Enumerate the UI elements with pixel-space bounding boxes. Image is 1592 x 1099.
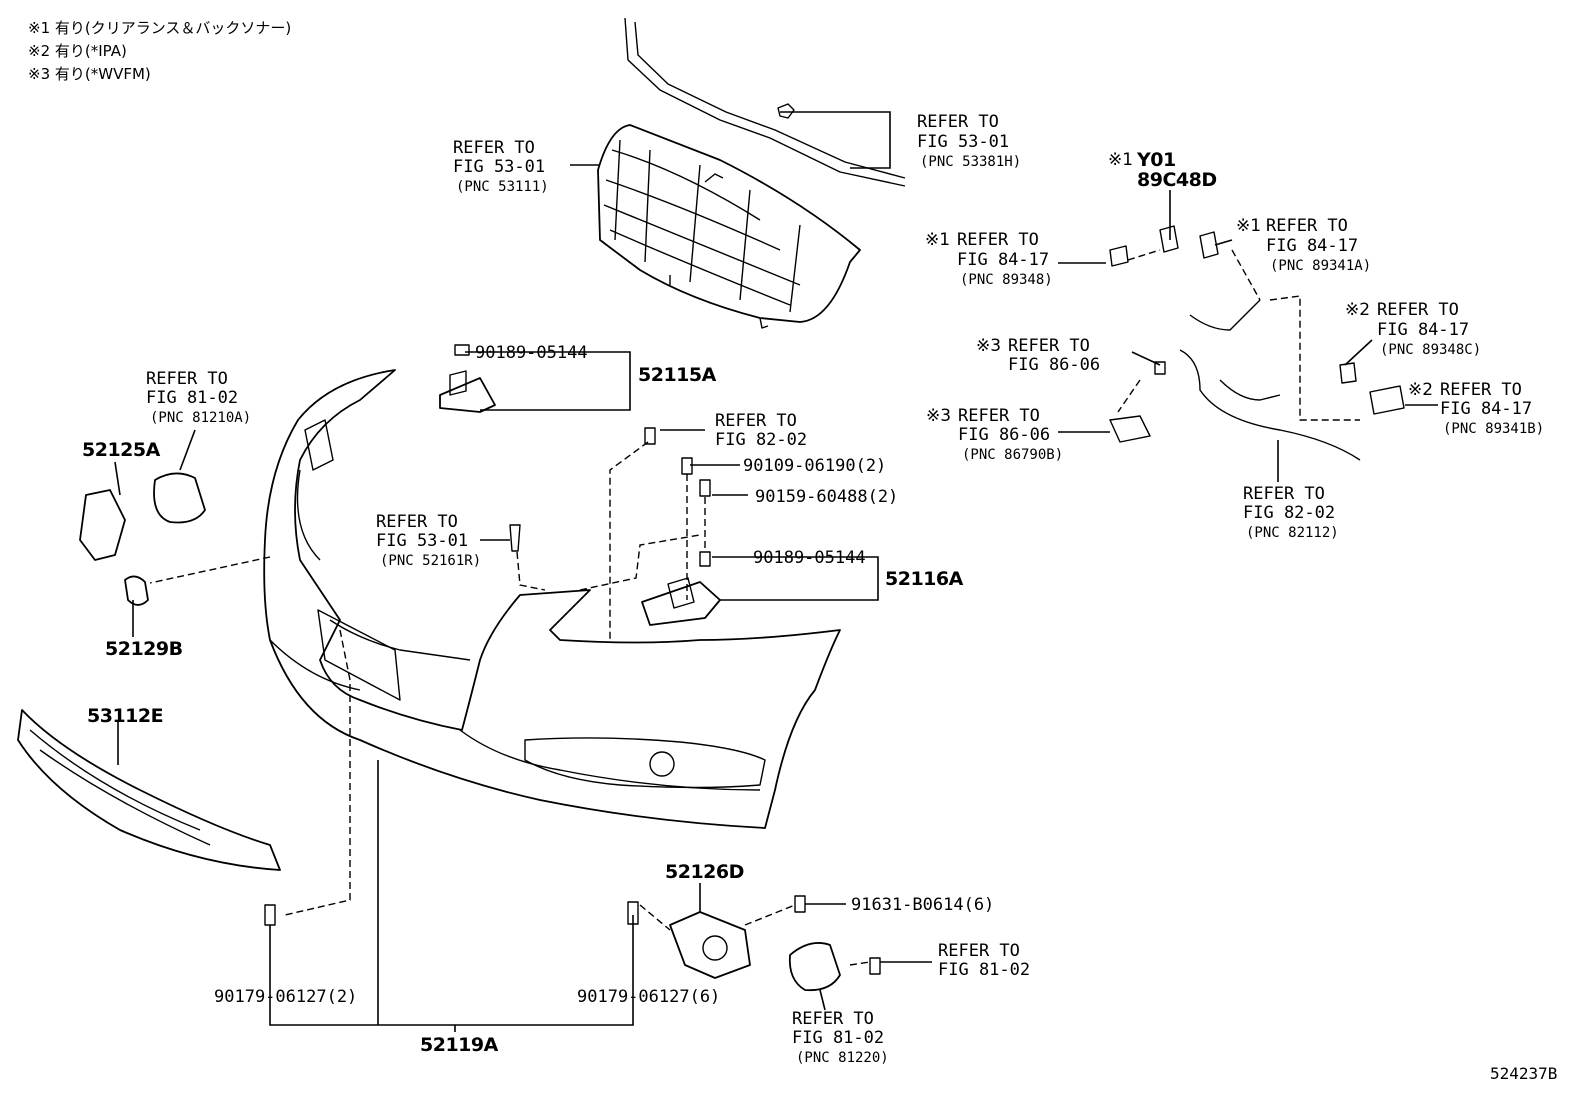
wvfm-module-pnc: (PNC 86790B)	[962, 447, 1064, 463]
part-52116A: 52116A	[885, 568, 963, 590]
fog-rh-refer-l2: FIG 81-02	[792, 1028, 885, 1048]
wire-refer-l1: REFER TO	[1243, 484, 1325, 504]
sensor-top-mark: ※1	[1108, 150, 1134, 170]
part-90179-06127-left: 90179-06127(2)	[214, 987, 358, 1007]
part-90179-06127-right: 90179-06127(6)	[577, 987, 721, 1007]
dashed-lines	[149, 249, 1360, 966]
ipa-module-l2: FIG 84-17	[1440, 399, 1533, 419]
sensor-left-l2: FIG 84-17	[957, 250, 1050, 270]
sensor-top-l2: 89C48D	[1137, 169, 1217, 191]
sensor-left-mark: ※1	[925, 230, 951, 250]
sensor-right-l1: REFER TO	[1266, 216, 1348, 236]
bracket-52115A	[439, 344, 496, 413]
sensor-top-l1: Y01	[1137, 149, 1176, 171]
ipa-sensor-mark: ※2	[1345, 300, 1371, 320]
molding-refer-pnc: (PNC 53381H)	[920, 154, 1022, 170]
fog-screw-refer-l2: FIG 81-02	[938, 960, 1031, 980]
cover-52129B	[124, 575, 149, 606]
part-52126D: 52126D	[665, 861, 744, 883]
part-90159-60488: 90159-60488(2)	[755, 487, 899, 507]
wire-refer-pnc: (PNC 82112)	[1246, 525, 1339, 541]
wvfm-screw-mark: ※3	[976, 336, 1002, 356]
part-52129B: 52129B	[105, 638, 183, 660]
fog-rh-refer-l1: REFER TO	[792, 1009, 874, 1029]
part-90109-06190: 90109-06190(2)	[743, 456, 887, 476]
part-53112E: 53112E	[87, 705, 164, 727]
grille-refer-l1: REFER TO	[453, 138, 535, 158]
sensor-right-mark: ※1	[1236, 216, 1262, 236]
fog-lh-refer-l1: REFER TO	[146, 369, 228, 389]
radiator-grille	[597, 124, 861, 329]
clip-53-refer-pnc: (PNC 52161R)	[380, 553, 482, 569]
fog-screw-refer-l1: REFER TO	[938, 941, 1020, 961]
bracket-52116A	[641, 577, 721, 626]
bracket-52125A	[79, 489, 126, 561]
fog-lamp-rh	[788, 942, 841, 992]
sonar-wire-harness	[1109, 225, 1405, 461]
grille-refer-pnc: (PNC 53111)	[456, 179, 549, 195]
molding-refer-l1: REFER TO	[917, 112, 999, 132]
wvfm-module-l1: REFER TO	[958, 406, 1040, 426]
part-52125A: 52125A	[82, 439, 160, 461]
grille-refer-l2: FIG 53-01	[453, 157, 546, 177]
fog-lh-refer-pnc: (PNC 81210A)	[150, 410, 252, 426]
part-90189-05144-top: 90189-05144	[475, 343, 588, 363]
ipa-module-l1: REFER TO	[1440, 380, 1522, 400]
fog-lamp-lh	[153, 472, 206, 524]
sensor-left-pnc: (PNC 89348)	[960, 272, 1053, 288]
lower-grille	[17, 709, 281, 871]
wvfm-screw-l2: FIG 86-06	[1008, 355, 1101, 375]
clip-53-refer-l2: FIG 53-01	[376, 531, 469, 551]
leader-lines	[114, 111, 1438, 1032]
note-3: ※3 有り(*WVFM)	[28, 65, 151, 83]
ipa-sensor-pnc: (PNC 89348C)	[1380, 342, 1482, 358]
fog-rh-refer-pnc: (PNC 81220)	[796, 1050, 889, 1066]
part-52115A: 52115A	[638, 364, 716, 386]
sensor-right-pnc: (PNC 89341A)	[1270, 258, 1372, 274]
grille-molding-strip	[624, 17, 906, 187]
sensor-left-l1: REFER TO	[957, 230, 1039, 250]
clip-53-refer-l1: REFER TO	[376, 512, 458, 532]
part-52119A: 52119A	[420, 1034, 498, 1056]
screw-82-refer-l1: REFER TO	[715, 411, 797, 431]
ipa-sensor-l2: FIG 84-17	[1377, 320, 1470, 340]
sensor-right-l2: FIG 84-17	[1266, 236, 1359, 256]
front-bumper-cover	[263, 369, 841, 829]
part-90189-05144-mid: 90189-05144	[753, 548, 866, 568]
note-2: ※2 有り(*IPA)	[28, 42, 127, 60]
figure-id: 524237B	[1490, 1064, 1558, 1083]
fasteners	[264, 427, 881, 975]
ipa-sensor-l1: REFER TO	[1377, 300, 1459, 320]
part-91631-B0614: 91631-B0614(6)	[851, 895, 995, 915]
wvfm-module-mark: ※3	[926, 406, 952, 426]
fog-lh-refer-l2: FIG 81-02	[146, 388, 239, 408]
screw-82-refer-l2: FIG 82-02	[715, 430, 808, 450]
bracket-52126D	[669, 911, 751, 979]
ipa-module-mark: ※2	[1408, 380, 1434, 400]
molding-refer-l2: FIG 53-01	[917, 132, 1010, 152]
ipa-module-pnc: (PNC 89341B)	[1443, 421, 1545, 437]
wire-refer-l2: FIG 82-02	[1243, 503, 1336, 523]
wvfm-module-l2: FIG 86-06	[958, 425, 1051, 445]
wvfm-screw-l1: REFER TO	[1008, 336, 1090, 356]
note-1: ※1 有り(クリアランス＆バックソナー)	[28, 19, 292, 37]
